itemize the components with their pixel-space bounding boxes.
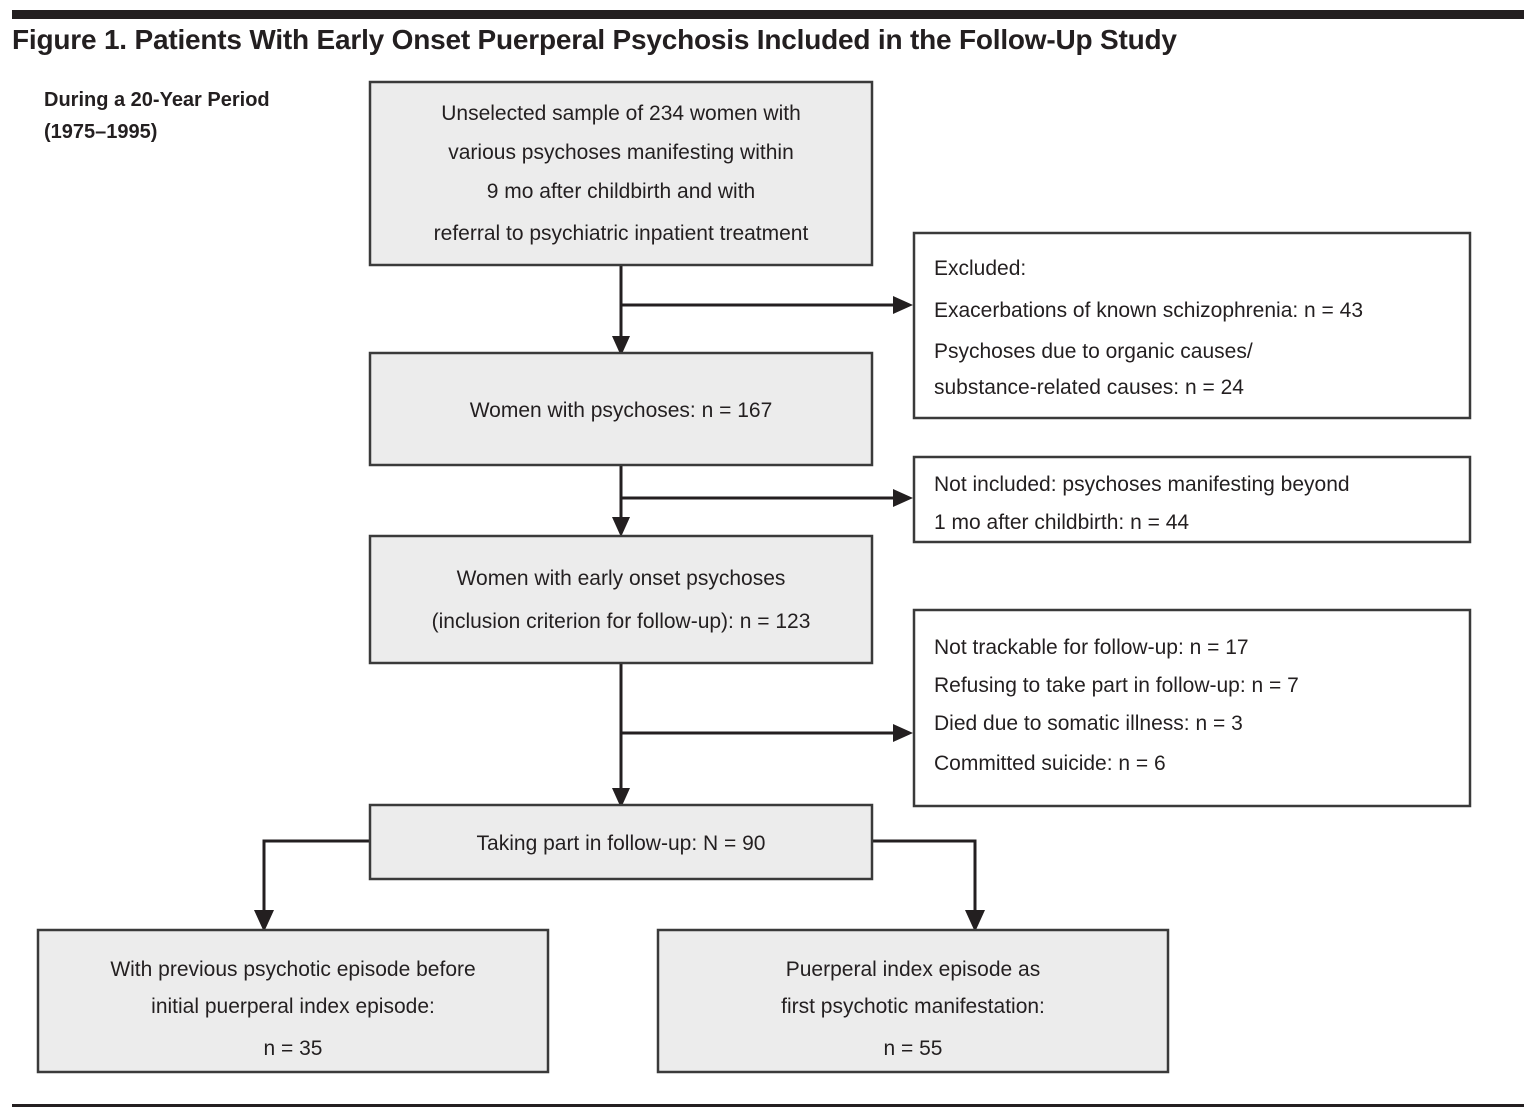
node-first-psychotic-manifestation: Puerperal index episode as first psychot… — [656, 928, 1170, 1074]
node-with-previous-episode-line-3: n = 35 — [264, 1037, 323, 1060]
connector-early-onset-to-follow-up — [612, 663, 630, 808]
connector-early-onset-to-attrition — [621, 724, 913, 742]
node-not-included-line-2: 1 mo after childbirth: n = 44 — [934, 511, 1189, 534]
node-taking-part-follow-up-line-1: Taking part in follow-up: N = 90 — [477, 832, 766, 855]
node-attrition: Not trackable for follow-up: n = 17 Refu… — [912, 608, 1472, 808]
connector-follow-up-to-previous-episode — [254, 839, 370, 932]
study-period-line-2: (1975–1995) — [44, 121, 158, 143]
connector-follow-up-to-first-manifestation — [872, 839, 985, 932]
node-unselected-sample-line-1: Unselected sample of 234 women with — [441, 102, 801, 125]
node-with-previous-episode: With previous psychotic episode before i… — [36, 928, 550, 1074]
connector-psychoses-to-early-onset — [612, 465, 630, 537]
connector-sample-to-excluded — [621, 296, 913, 314]
node-with-previous-episode-line-1: With previous psychotic episode before — [110, 958, 475, 981]
node-excluded-line-1: Excluded: — [934, 257, 1026, 280]
node-not-included: Not included: psychoses manifesting beyo… — [912, 455, 1472, 544]
node-attrition-line-2: Refusing to take part in follow-up: n = … — [934, 674, 1299, 697]
node-women-with-psychoses-line-1: Women with psychoses: n = 167 — [470, 399, 773, 422]
node-attrition-line-3: Died due to somatic illness: n = 3 — [934, 712, 1243, 735]
bottom-rule — [12, 1104, 1524, 1107]
connector-sample-to-psychoses — [612, 265, 630, 356]
node-excluded: Excluded: Exacerbations of known schizop… — [912, 231, 1472, 420]
node-unselected-sample-line-4: referral to psychiatric inpatient treatm… — [434, 222, 809, 245]
node-first-psychotic-manifestation-line-1: Puerperal index episode as — [786, 958, 1041, 981]
figure-title: Figure 1. Patients With Early Onset Puer… — [12, 24, 1177, 55]
study-period-line-1: During a 20-Year Period — [44, 89, 270, 111]
node-excluded-line-3: Psychoses due to organic causes/ — [934, 340, 1253, 363]
node-unselected-sample: Unselected sample of 234 women with vari… — [368, 80, 874, 267]
node-attrition-line-4: Committed suicide: n = 6 — [934, 752, 1166, 775]
node-unselected-sample-line-3: 9 mo after childbirth and with — [487, 180, 755, 203]
node-early-onset-psychoses: Women with early onset psychoses (inclus… — [368, 534, 874, 665]
study-period-label: During a 20-Year Period (1975–1995) — [44, 84, 364, 148]
node-unselected-sample-line-2: various psychoses manifesting within — [448, 141, 794, 164]
node-early-onset-psychoses-line-1: Women with early onset psychoses — [457, 567, 786, 590]
node-first-psychotic-manifestation-line-2: first psychotic manifestation: — [781, 995, 1045, 1018]
node-first-psychotic-manifestation-line-3: n = 55 — [884, 1037, 943, 1060]
node-women-with-psychoses: Women with psychoses: n = 167 — [368, 351, 874, 467]
node-attrition-line-1: Not trackable for follow-up: n = 17 — [934, 636, 1249, 659]
connector-psychoses-to-not-included — [621, 489, 913, 507]
node-with-previous-episode-line-2: initial puerperal index episode: — [151, 995, 435, 1018]
top-rule — [12, 10, 1524, 19]
node-excluded-line-2: Exacerbations of known schizophrenia: n … — [934, 299, 1363, 322]
node-early-onset-psychoses-line-2: (inclusion criterion for follow-up): n =… — [432, 610, 811, 633]
node-not-included-line-1: Not included: psychoses manifesting beyo… — [934, 473, 1350, 496]
node-excluded-line-4: substance-related causes: n = 24 — [934, 376, 1244, 399]
node-taking-part-follow-up: Taking part in follow-up: N = 90 — [368, 803, 874, 881]
